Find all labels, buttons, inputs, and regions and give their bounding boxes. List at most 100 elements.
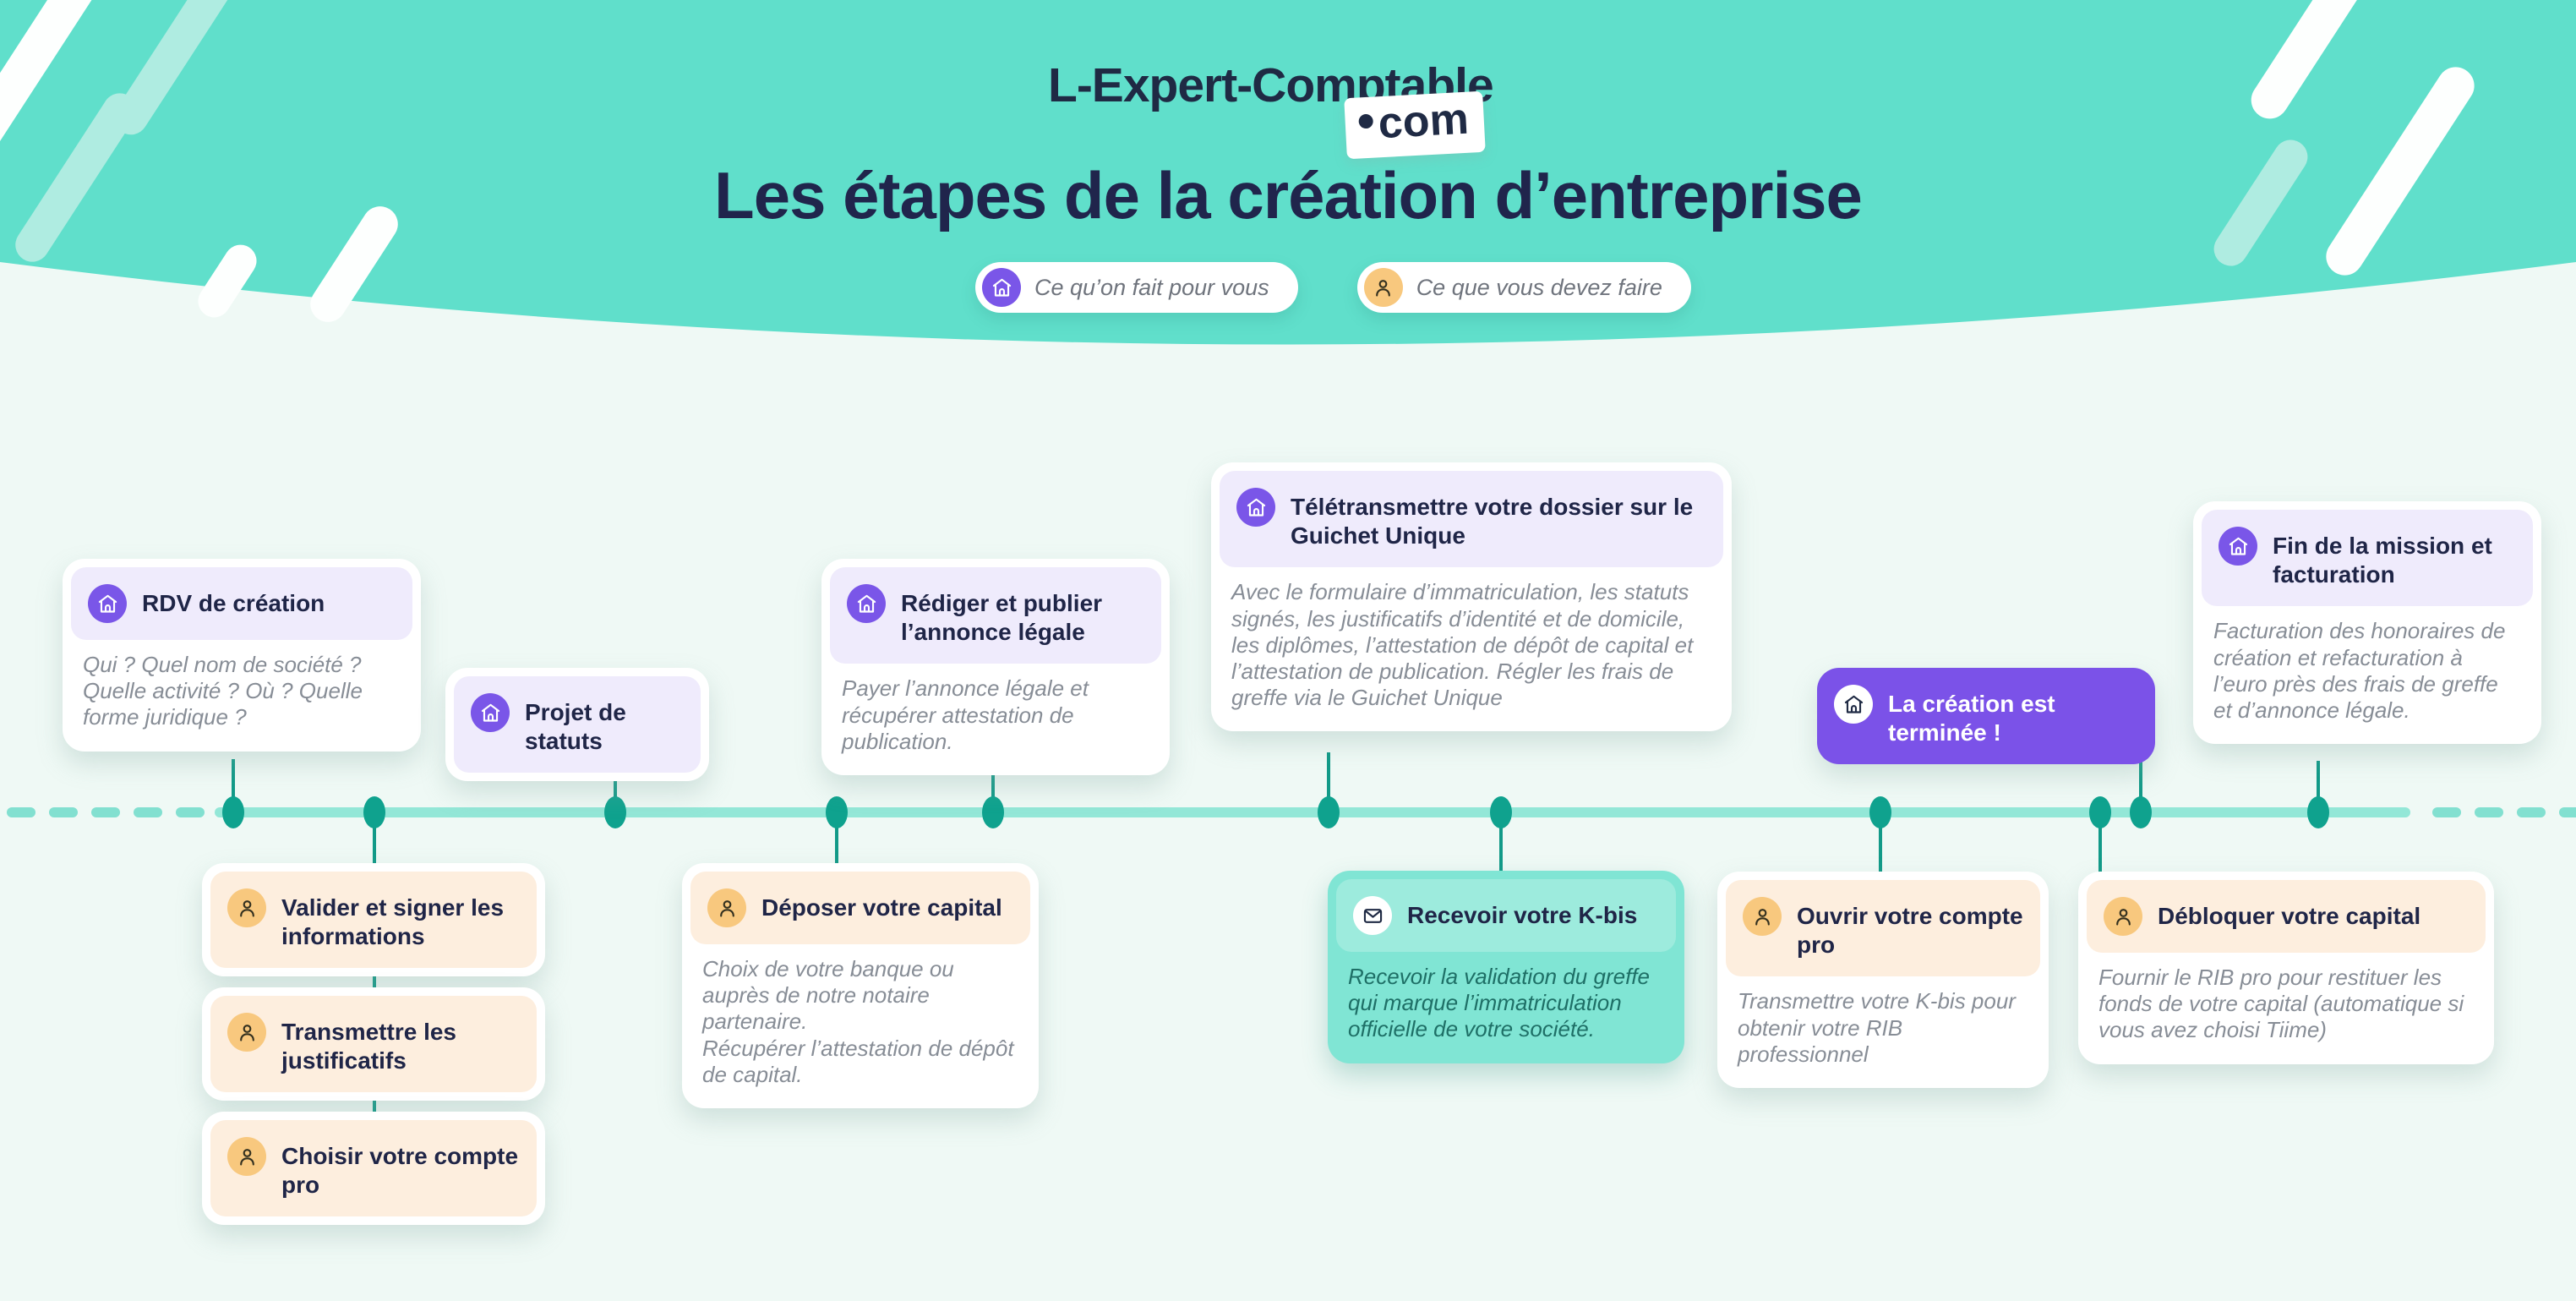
timeline-dash: [176, 807, 205, 817]
timeline-dot: [2130, 796, 2152, 828]
card-title: Valider et signer les informations: [281, 894, 505, 950]
person-icon: [1743, 897, 1782, 936]
card-header: Projet de statuts: [454, 676, 701, 773]
person-icon: [227, 1013, 266, 1052]
timeline-dash: [7, 807, 35, 817]
person-icon: [2104, 897, 2142, 936]
header-background: [0, 0, 2576, 345]
card-body: Recevoir la validation du greffe qui mar…: [1348, 964, 1650, 1042]
timeline-dash: [2517, 807, 2546, 817]
timeline-dot: [826, 796, 848, 828]
timeline-connector: [2317, 761, 2320, 808]
step-card-annonce-legale: Rédiger et publier l’annonce légale Paye…: [821, 559, 1170, 775]
card-header: Débloquer votre capital: [2087, 880, 2486, 953]
timeline-connector: [1879, 817, 1882, 873]
person-icon: [227, 1137, 266, 1176]
card-title: Débloquer votre capital: [2158, 903, 2421, 929]
step-card-ouvrir-compte: Ouvrir votre compte pro Transmettre votr…: [1717, 872, 2049, 1088]
logo-dot-icon: [1358, 113, 1374, 129]
timeline-dash: [49, 807, 78, 817]
card-header: Valider et signer les informations: [210, 872, 537, 969]
card-title: Ouvrir votre compte pro: [1797, 903, 2023, 959]
card-header: Recevoir votre K-bis: [1336, 879, 1676, 952]
legend-label: Ce que vous devez faire: [1416, 274, 1662, 300]
step-card-recevoir-kbis: Recevoir votre K-bis Recevoir la validat…: [1328, 871, 1684, 1063]
timeline-connector: [232, 759, 235, 808]
card-header: Déposer votre capital: [690, 872, 1030, 944]
timeline-connector: [373, 970, 376, 989]
step-card-transmettre-justificatifs: Transmettre les justificatifs: [202, 987, 545, 1101]
timeline-line: [215, 807, 2410, 817]
envelope-icon: [1353, 896, 1392, 935]
timeline-connector: [835, 817, 838, 865]
timeline-dash: [2432, 807, 2461, 817]
person-icon: [1363, 268, 1403, 307]
step-card-deposer-capital: Déposer votre capital Choix de votre ban…: [682, 863, 1039, 1108]
timeline-connector: [614, 759, 617, 808]
card-body-line: Récupérer l’attestation de dépôt de capi…: [702, 1035, 1014, 1087]
timeline-dash: [2559, 807, 2576, 817]
step-card-creation-terminee: La création est terminée !: [1817, 668, 2155, 765]
card-title: Télétransmettre votre dossier sur le Gui…: [1291, 494, 1694, 549]
card-header: Fin de la mission et facturation: [2202, 510, 2533, 607]
timeline-dot: [2307, 796, 2329, 828]
timeline-dot: [982, 796, 1004, 828]
card-body: Payer l’annonce légale et récupérer atte…: [842, 675, 1089, 754]
timeline-dash: [91, 807, 120, 817]
timeline-connector: [991, 757, 995, 808]
step-card-valider-signer: Valider et signer les informations: [202, 863, 545, 977]
timeline-dot: [1869, 796, 1891, 828]
timeline-dash: [2475, 807, 2503, 817]
timeline-connector: [373, 1094, 376, 1113]
card-header: Choisir votre compte pro: [210, 1120, 537, 1217]
timeline-connector: [373, 817, 376, 865]
house-icon: [88, 584, 127, 623]
card-title: La création est terminée !: [1888, 691, 2055, 746]
timeline-dash: [134, 807, 162, 817]
card-header: Ouvrir votre compte pro: [1726, 880, 2040, 977]
logo: L-Expert-Comptable com: [1048, 57, 1555, 160]
card-title: Choisir votre compte pro: [281, 1143, 519, 1199]
step-card-guichet-unique: Télétransmettre votre dossier sur le Gui…: [1211, 462, 1732, 732]
step-card-fin-mission: Fin de la mission et facturation Factura…: [2193, 501, 2541, 745]
house-icon: [847, 584, 886, 623]
house-icon: [982, 268, 1021, 307]
house-icon: [1834, 685, 1873, 724]
timeline-dot: [222, 796, 244, 828]
timeline-connector: [1327, 752, 1330, 808]
card-header: Transmettre les justificatifs: [210, 996, 537, 1093]
timeline-connector: [2139, 759, 2142, 808]
page-title: Les étapes de la création d’entreprise: [714, 158, 1863, 232]
timeline-dot: [2089, 796, 2111, 828]
card-title: Déposer votre capital: [761, 894, 1002, 921]
card-title: Transmettre les justificatifs: [281, 1019, 456, 1074]
card-header: Télétransmettre votre dossier sur le Gui…: [1220, 471, 1723, 568]
card-body: Transmettre votre K-bis pour obtenir vot…: [1738, 988, 2016, 1067]
step-card-projet-statuts: Projet de statuts: [445, 668, 709, 782]
legend-label: Ce qu’on fait pour vous: [1034, 274, 1269, 300]
house-icon: [1236, 488, 1275, 527]
card-body: Fournir le RIB pro pour restituer les fo…: [2098, 965, 2464, 1043]
card-title: Fin de la mission et facturation: [2273, 533, 2492, 588]
card-body: Facturation des honoraires de création e…: [2213, 618, 2506, 723]
legend-item-for-you: Ce qu’on fait pour vous: [975, 262, 1298, 313]
legend-item-you-do: Ce que vous devez faire: [1356, 262, 1691, 313]
card-title: Projet de statuts: [525, 699, 626, 755]
card-body: Avec le formulaire d’immatriculation, le…: [1231, 579, 1694, 711]
timeline-dot: [604, 796, 626, 828]
card-body-line: Choix de votre banque ou auprès de notre…: [702, 956, 954, 1035]
person-icon: [707, 888, 746, 927]
step-card-choisir-compte: Choisir votre compte pro: [202, 1112, 545, 1226]
timeline-dot: [1318, 796, 1340, 828]
house-icon: [471, 693, 510, 732]
legend: Ce qu’on fait pour vous Ce que vous deve…: [975, 262, 1691, 313]
person-icon: [227, 888, 266, 927]
house-icon: [2219, 527, 2257, 566]
timeline-connector: [1499, 817, 1503, 872]
card-header: RDV de création: [71, 567, 412, 640]
step-card-debloquer-capital: Débloquer votre capital Fournir le RIB p…: [2078, 872, 2494, 1064]
card-header: Rédiger et publier l’annonce légale: [830, 567, 1161, 664]
card-title: Rédiger et publier l’annonce légale: [901, 590, 1103, 646]
card-body: Qui ? Quel nom de société ? Quelle activ…: [83, 652, 363, 730]
